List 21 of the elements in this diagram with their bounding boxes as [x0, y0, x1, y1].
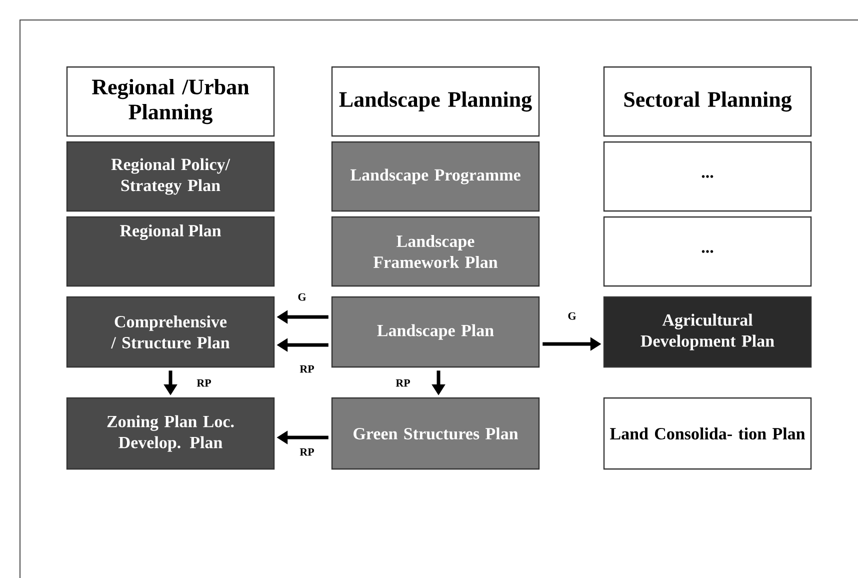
- plan-box: Land Consolida- tion Plan: [603, 397, 812, 470]
- plan-box: ...: [603, 141, 812, 212]
- plan-box: Regional Policy/ Strategy Plan: [66, 141, 275, 212]
- edge-label: G: [296, 292, 308, 302]
- plan-box: Comprehensive / Structure Plan: [66, 296, 275, 368]
- plan-box: Landscape Plan: [331, 296, 540, 368]
- edge-label: RP: [298, 447, 316, 457]
- edge-label: G: [566, 311, 578, 321]
- plan-box: Green Structures Plan: [331, 397, 540, 470]
- plan-box: Zoning Plan Loc. Develop. Plan: [66, 397, 275, 470]
- edge-label: RP: [196, 378, 212, 388]
- column-header: Sectoral Planning: [603, 66, 812, 137]
- edge-label: RP: [394, 378, 412, 388]
- plan-box: Regional Plan: [66, 216, 275, 287]
- plan-box: Landscape Framework Plan: [331, 216, 540, 287]
- column-header: Regional /Urban Planning: [66, 66, 275, 137]
- plan-box: Agricultural Development Plan: [603, 296, 812, 368]
- edge-label: RP: [298, 364, 316, 374]
- column-header: Landscape Planning: [331, 66, 540, 137]
- plan-box: ...: [603, 216, 812, 287]
- plan-box: Landscape Programme: [331, 141, 540, 212]
